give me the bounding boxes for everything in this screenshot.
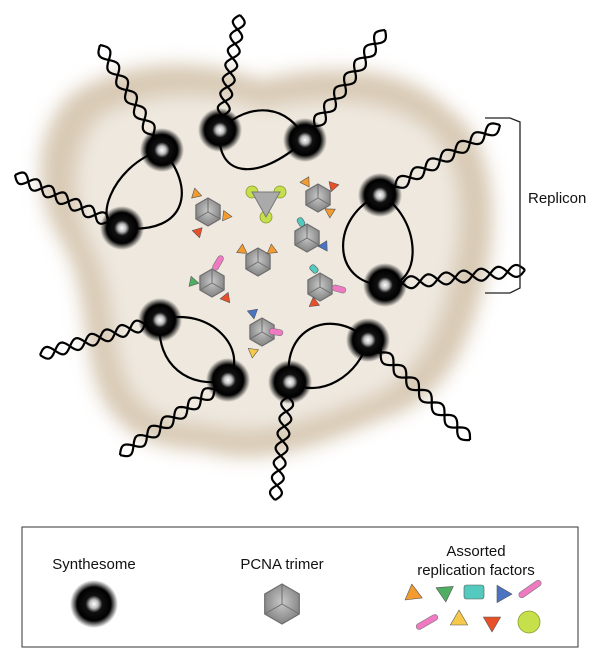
factor-box-shape [463,584,485,600]
pcna-subunit-line [264,603,283,615]
dna-helix-strand [378,124,502,196]
replication-factor-cluster [188,176,347,359]
pcna-subunit-line [319,286,333,295]
factor-triangle-icon [324,208,336,219]
factor-box-icon [296,217,306,227]
factor-triangle-icon [317,240,328,252]
replicon-bracket: Replicon [485,117,586,294]
pcna-subunit-line [281,603,300,615]
factor-triangle-icon [219,292,231,304]
factor-box-shape [309,264,319,274]
legend-pcna-label: PCNA trimer [240,556,323,573]
factor-trimer-core [251,191,281,219]
pcna-subunit-line [261,331,275,340]
pcna-subunit-line [207,211,221,220]
factor-triangle-icon [404,583,423,601]
pcna-subunit-line [294,237,308,246]
synthesome-icon [198,108,242,152]
factor-triangle-icon [222,210,233,222]
factor-triangle-icon [328,181,340,192]
factor-triangle-icon [236,243,248,254]
factor-triangle-icon [449,609,469,626]
synthesome-icon [206,358,250,402]
factor-rod-icon [518,579,542,599]
synthesome-icon [363,263,407,307]
factor-triangle-icon [496,584,513,603]
synthesome-icon [138,298,182,342]
legend-synthesome-icon [70,580,118,628]
pcna-subunit-line [307,286,321,295]
pcna-subunit-line [257,261,271,270]
factor-rod-shape [331,284,347,294]
dna-helix-strand [118,379,230,456]
pcna-subunit-line [305,197,319,206]
synthesome-icon [283,118,327,162]
pcna-subunit-line [249,331,263,340]
factor-triangle-icon [191,187,202,199]
synthesomes [100,108,407,404]
legend-factors-icons [404,579,542,634]
factor-rod-icon [212,255,224,271]
factor-rod-shape [212,255,224,271]
pcna-subunit-line [306,237,320,246]
pcna-subunit-line [195,211,209,220]
factor-ball-icon [517,610,541,634]
legend-synthesome-label: Synthesome [52,556,135,573]
legend-factors-label-2: replication factors [417,562,535,579]
dna-helix-strand [367,338,471,442]
dna-helix-strand [384,265,526,290]
legend-pcna-icon [264,583,300,625]
synthesome-icon [346,318,390,362]
synthesome-icon [268,360,312,404]
factor-triangle-icon [247,348,259,359]
factor-triangle-icon [482,616,502,633]
dna-helix-strand [303,29,387,141]
factor-rod-icon [268,328,284,336]
synthesome-icon [140,128,184,172]
pcna-subunit-line [317,197,331,206]
factor-triangle-icon [188,275,200,287]
factor-triangle-icon [308,296,320,307]
legend-factors-label-1: Assorted [446,543,505,560]
factor-rod-shape [268,328,284,336]
factor-triangle-icon [247,308,258,320]
factor-rod-shape [415,614,439,630]
factor-rod-shape [518,579,542,599]
factor-rod-icon [331,284,347,294]
factor-box-icon [463,584,485,600]
pcna-subunit-line [199,282,213,291]
factor-box-shape [296,217,306,227]
synthesome-icon [358,173,402,217]
replicon-label: Replicon [528,190,586,207]
factor-triangle-icon [299,176,310,188]
pcna-subunit-line [245,261,259,270]
pcna-subunit-line [211,282,225,291]
legend-box [21,526,579,648]
factor-triangle-icon [266,243,278,254]
factor-rod-icon [415,614,439,630]
factor-triangle-icon [191,227,203,239]
factor-box-icon [309,264,319,274]
legend: Synthesome PCNA trimer Assorted replicat… [21,526,579,648]
factor-triangle-icon [435,586,454,603]
synthesome-icon [100,206,144,250]
